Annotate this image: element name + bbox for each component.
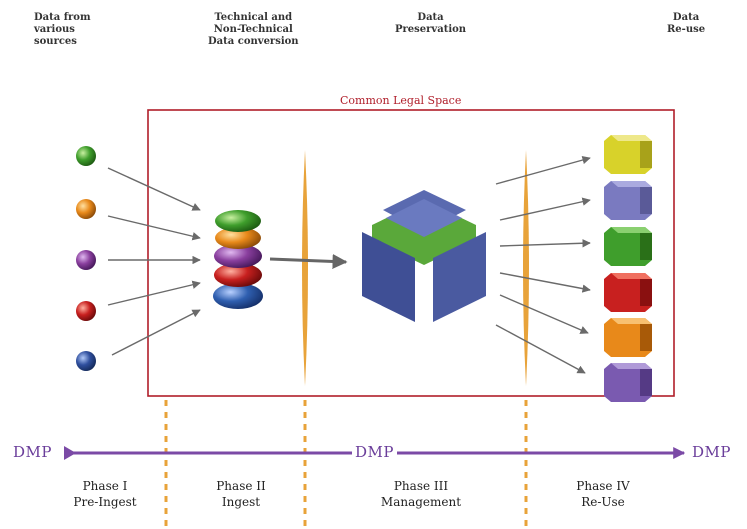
output-arrow xyxy=(499,294,589,334)
source-sphere-purple xyxy=(76,250,96,270)
stack-disc-orange xyxy=(215,227,261,249)
source-sphere-blue xyxy=(76,351,96,371)
source-sphere-orange xyxy=(76,199,96,219)
phase-3-label: Phase III Management xyxy=(380,479,462,509)
output-arrow xyxy=(499,239,591,248)
stack-disc-green xyxy=(215,210,261,232)
ingest-to-preservation-arrow xyxy=(269,253,348,269)
dmp-label-right: DMP xyxy=(689,443,734,461)
dmp-label-left: DMP xyxy=(10,443,55,461)
phase-4-label: Phase IV Re-Use xyxy=(576,479,630,509)
header-data-sources: Data from various sources xyxy=(34,12,91,47)
preservation-cube xyxy=(362,190,486,322)
source-spheres xyxy=(76,146,96,371)
stack-disc-red xyxy=(214,263,262,287)
header-data-preservation: Data Preservation xyxy=(395,12,467,35)
header-data-reuse: Data Re-use xyxy=(667,12,706,35)
cube-top-inner xyxy=(386,199,462,237)
output-block-red xyxy=(604,273,652,312)
legal-space-label: Common Legal Space xyxy=(336,94,466,107)
dmp-start-triangle xyxy=(64,446,76,460)
output-arrow xyxy=(495,324,586,374)
source-arrow xyxy=(111,309,201,356)
output-block-yellow xyxy=(604,135,652,174)
stack-disc-purple xyxy=(214,244,262,268)
dmp-label-middle: DMP xyxy=(352,443,397,461)
phase-1-label: Phase I Pre-Ingest xyxy=(73,479,137,509)
output-arrows xyxy=(495,155,591,374)
source-arrow xyxy=(107,167,201,211)
output-block-green xyxy=(604,227,652,266)
output-arrow xyxy=(495,155,591,185)
source-arrow xyxy=(107,280,201,306)
legal-space-box xyxy=(147,109,675,397)
source-arrows xyxy=(107,167,201,356)
lens-separator-ingest xyxy=(302,150,308,386)
phase-separators xyxy=(164,400,528,529)
source-sphere-red xyxy=(76,301,96,321)
cube-left-face xyxy=(362,232,415,322)
output-block-violet xyxy=(604,363,652,402)
header-data-conversion: Technical and Non-Technical Data convers… xyxy=(208,12,299,47)
output-arrow xyxy=(499,272,591,293)
output-block-lilac xyxy=(604,181,652,220)
phase-2-label: Phase II Ingest xyxy=(216,479,266,509)
output-blocks xyxy=(604,135,652,402)
source-sphere-green xyxy=(76,146,96,166)
lens-separator-reuse xyxy=(523,150,529,386)
output-block-orange xyxy=(604,318,652,357)
output-arrow xyxy=(499,197,591,221)
cube-right-face xyxy=(433,232,486,322)
source-arrow xyxy=(107,215,201,241)
stack-disc-blue xyxy=(213,283,263,309)
ingest-stack xyxy=(213,210,263,309)
